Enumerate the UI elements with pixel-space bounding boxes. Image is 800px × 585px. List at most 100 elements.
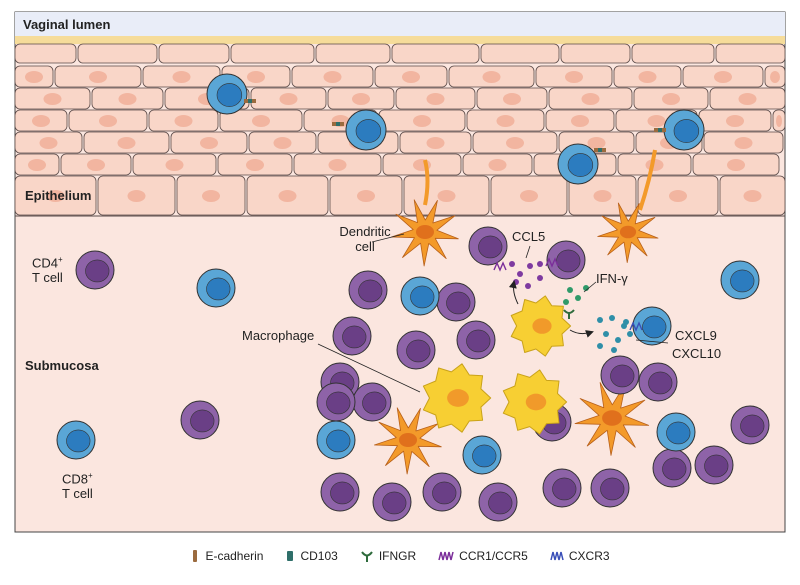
cd8-label-sup: + (88, 471, 93, 480)
cd4-nucleus (704, 454, 729, 478)
epithelial-nucleus (726, 115, 744, 127)
ccl5-arrow (508, 280, 519, 305)
epithelial-nucleus (770, 71, 780, 83)
epithelial-nucleus (87, 159, 105, 171)
dendrite-process (423, 159, 430, 206)
cd4-nucleus (488, 491, 513, 515)
epithelial-nucleus (565, 71, 583, 83)
cd4-nucleus (190, 409, 215, 433)
epithelium-label: Epithelium (25, 188, 92, 203)
e-cadherin-icon (193, 550, 198, 562)
cd8-nucleus (642, 315, 667, 339)
dendritic-nucleus (619, 225, 637, 239)
epithelial-nucleus (165, 159, 184, 171)
epithelial-cell (391, 43, 480, 64)
ccr1-ccr5-icon (438, 551, 454, 561)
ccl5-chemokine (537, 275, 543, 281)
lumen-label: Vaginal lumen (23, 17, 111, 32)
cxcl-chemokine (611, 347, 617, 353)
epithelial-nucleus (246, 159, 264, 171)
cd4-nucleus (648, 371, 673, 395)
epithelial-nucleus (273, 137, 292, 149)
epithelial-nucleus (202, 190, 220, 202)
cd4-nucleus (556, 249, 581, 273)
epithelial-nucleus (581, 93, 600, 105)
cd4-nucleus (358, 279, 383, 303)
legend-label-ifngr: IFNGR (378, 549, 417, 563)
cd103-icon (287, 551, 294, 561)
epithelial-nucleus (278, 190, 297, 202)
dendritic-label-line2: cell (355, 239, 375, 254)
cd4-nucleus (662, 457, 687, 481)
epithelial-nucleus (118, 93, 137, 105)
legend-item-e-cadherin: E-cadherin (190, 549, 263, 563)
cd4-nucleus (600, 477, 625, 501)
cxcl-pointer (635, 339, 669, 344)
legend-item-ifngr: IFNGR (360, 549, 416, 563)
submucosa-cells (56, 73, 770, 522)
epithelial-nucleus (279, 93, 298, 105)
cxcl-chemokine (615, 337, 621, 343)
epithelial-nucleus (426, 93, 445, 105)
ifng-pointer (583, 281, 597, 293)
legend-label-e-cadherin: E-cadherin (205, 549, 264, 563)
epithelium-layer (14, 43, 786, 217)
cd103-mark (336, 122, 340, 126)
epithelial-nucleus (323, 71, 342, 83)
epithelial-nucleus (357, 190, 375, 202)
epithelial-nucleus (503, 93, 521, 105)
epithelial-nucleus (587, 137, 606, 149)
epithelial-nucleus (638, 71, 657, 83)
epithelial-nucleus (727, 159, 745, 171)
cxcl-chemokine (603, 331, 609, 337)
dendritic-nucleus (416, 225, 434, 239)
cd4-nucleus (382, 491, 407, 515)
epithelial-nucleus (39, 137, 58, 149)
ccl5-chemokine (517, 271, 523, 277)
epithelial-nucleus (25, 71, 43, 83)
macrophage-nucleus (447, 389, 469, 407)
epithelial-nucleus (714, 71, 732, 83)
legend: E-cadherin CD103 IFNGR CCR1/CCR5 CXCR3 (0, 545, 800, 567)
cd4-nucleus (466, 329, 491, 353)
dendritic-cell-label: Dendritic cell (330, 224, 400, 254)
epithelial-nucleus (352, 93, 370, 105)
ifngr-receptor-mark (563, 309, 575, 319)
epithelial-nucleus (43, 93, 62, 105)
cd8-nucleus (410, 285, 435, 309)
epithelial-nucleus (89, 71, 107, 83)
cd8-nucleus (216, 83, 243, 107)
cd103-mark (598, 148, 602, 152)
cd8-nucleus (730, 269, 755, 293)
cd4-nucleus (85, 259, 110, 283)
cxcr3-icon (550, 551, 564, 561)
dendritic-nucleus (399, 433, 417, 447)
epithelial-cell (315, 43, 391, 64)
cd8-nucleus (355, 119, 382, 143)
ifng-label: IFN-γ (596, 271, 628, 286)
cd4-nucleus (478, 235, 503, 259)
cd8-nucleus (206, 277, 231, 301)
ccl5-pointer (525, 245, 531, 259)
macrophage-nucleus (532, 318, 552, 334)
legend-item-cxcr3: CXCR3 (550, 549, 610, 563)
legend-item-ccr1-ccr5: CCR1/CCR5 (438, 549, 528, 563)
epithelial-nucleus (743, 190, 762, 202)
epithelial-nucleus (127, 190, 146, 202)
cd8-label-line2: T cell (62, 486, 93, 502)
cd4-nucleus (446, 291, 471, 315)
cd8-nucleus (673, 119, 700, 143)
cxcl-arrow (569, 329, 594, 338)
cd4-label-sup: + (58, 255, 63, 264)
epithelial-nucleus (28, 159, 46, 171)
cd4-nucleus (342, 325, 367, 349)
cxcl-chemokine (627, 331, 633, 337)
legend-label-cxcr3: CXCR3 (568, 549, 610, 563)
ifngr-icon (361, 551, 373, 562)
ccl5-chemokine (509, 261, 515, 267)
epithelial-nucleus (200, 137, 218, 149)
epithelial-nucleus (99, 115, 117, 127)
epithelial-cell (560, 43, 631, 64)
cxcl-chemokine (609, 315, 615, 321)
cxcl-chemokine (597, 317, 603, 323)
